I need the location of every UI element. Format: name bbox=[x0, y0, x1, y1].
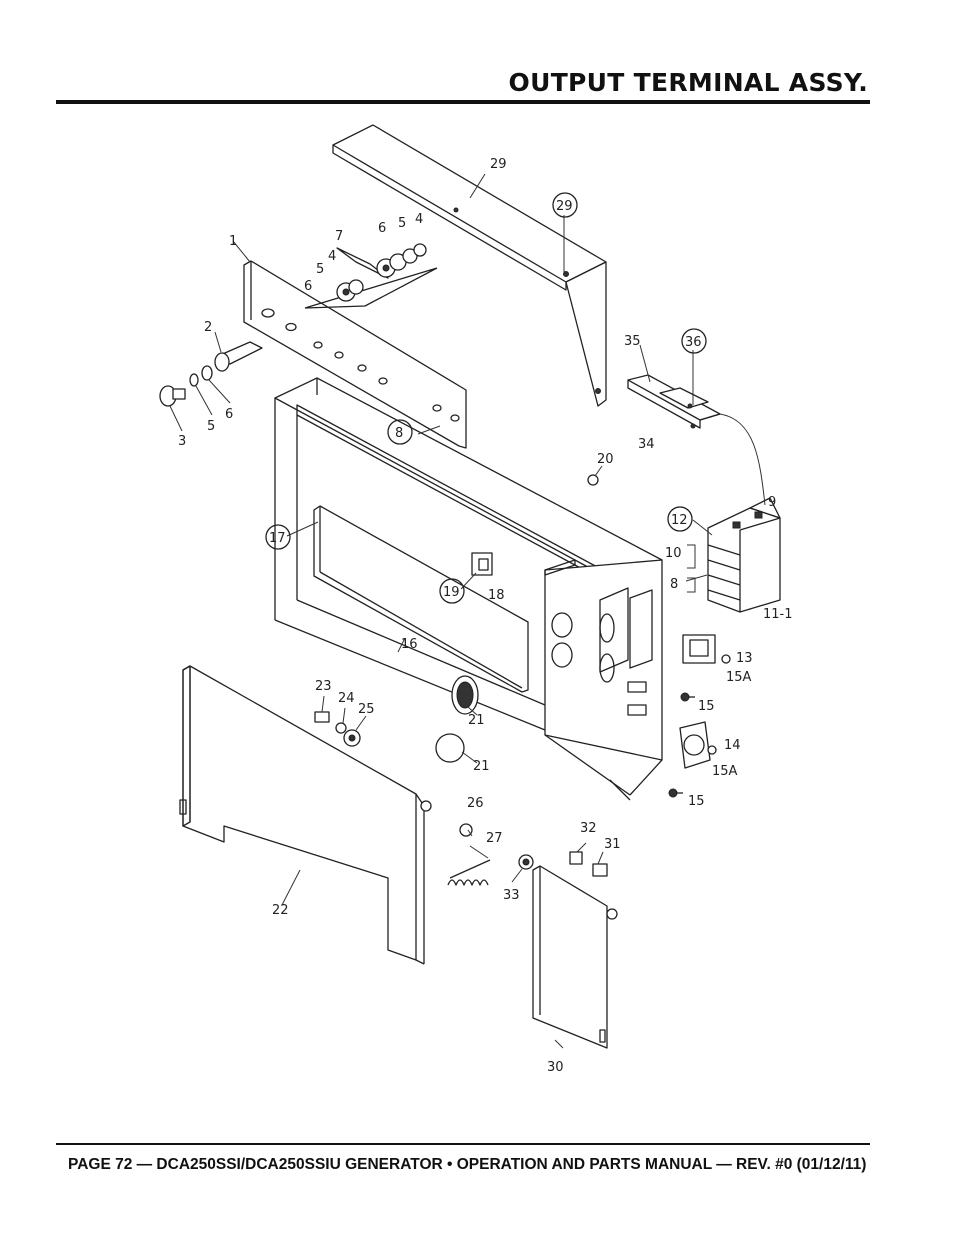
callout-11-1: 11-1 bbox=[763, 607, 793, 622]
callout-28: 29 bbox=[490, 157, 507, 172]
part-23-24-25-hardware bbox=[314, 711, 361, 747]
part-20-nut bbox=[587, 474, 599, 486]
page-footer: PAGE 72 — DCA250SSI/DCA250SSIU GENERATOR… bbox=[68, 1156, 867, 1173]
callout-1: 1 bbox=[229, 234, 237, 249]
callout-11: 9 bbox=[768, 495, 776, 510]
callout-12: 12 bbox=[671, 513, 688, 528]
callout-5c: 5 bbox=[207, 419, 215, 434]
callout-33: 33 bbox=[503, 888, 520, 903]
callout-10: 10 bbox=[665, 546, 682, 561]
callout-2: 2 bbox=[204, 320, 212, 335]
callout-21b: 21 bbox=[473, 759, 490, 774]
callout-26: 26 bbox=[467, 796, 484, 811]
callout-4b: 4 bbox=[328, 249, 336, 264]
callout-21a: 21 bbox=[468, 713, 485, 728]
part-9-10-11-12-terminal-block bbox=[707, 497, 781, 613]
callout-5a: 5 bbox=[398, 216, 406, 231]
callout-20: 20 bbox=[597, 452, 614, 467]
part-21-knob bbox=[435, 675, 479, 763]
callout-13: 13 bbox=[736, 651, 753, 666]
part-26-27-spring bbox=[447, 823, 491, 886]
page-title: OUTPUT TERMINAL ASSY. bbox=[508, 68, 868, 97]
part-1-terminal-plate bbox=[243, 260, 467, 449]
part-4-5-6-7-terminals bbox=[304, 243, 438, 309]
callout-27: 27 bbox=[486, 831, 503, 846]
callout-31: 31 bbox=[604, 837, 621, 852]
callout-35: 35 bbox=[624, 334, 641, 349]
callout-6c: 6 bbox=[225, 407, 233, 422]
footer-rule bbox=[56, 1143, 870, 1145]
callout-18: 18 bbox=[488, 588, 505, 603]
callout-15a: 15 bbox=[698, 699, 715, 714]
callout-15A-a: 15A bbox=[726, 670, 752, 685]
part-2-3-5-6-stud bbox=[159, 341, 263, 407]
part-13-receptacle bbox=[682, 634, 731, 664]
callout-7: 7 bbox=[335, 229, 343, 244]
part-31-32-33-hardware bbox=[518, 851, 608, 877]
callout-8: 8 bbox=[395, 426, 403, 441]
part-15-screws bbox=[668, 692, 695, 798]
callout-3: 3 bbox=[178, 434, 186, 449]
callout-5b: 5 bbox=[316, 262, 324, 277]
part-14-receptacle bbox=[679, 721, 717, 769]
callout-9: 8 bbox=[670, 577, 678, 592]
callout-23: 23 bbox=[315, 679, 332, 694]
callout-17: 17 bbox=[269, 531, 286, 546]
leader-lines bbox=[169, 173, 713, 1049]
callout-15b: 15 bbox=[688, 794, 705, 809]
part-18-19-breaker bbox=[471, 552, 493, 576]
callout-16: 16 bbox=[401, 637, 418, 652]
callout-22: 22 bbox=[272, 903, 289, 918]
part-30-small-door bbox=[532, 865, 618, 1049]
callout-24: 24 bbox=[338, 691, 355, 706]
callout-29: 29 bbox=[556, 199, 573, 214]
callout-32: 32 bbox=[580, 821, 597, 836]
callout-34: 34 bbox=[638, 437, 655, 452]
part-34-35-bracket bbox=[627, 374, 766, 506]
callout-36: 36 bbox=[685, 335, 702, 350]
part-28-top-cover bbox=[332, 124, 607, 407]
callout-4a: 4 bbox=[415, 212, 423, 227]
callout-14: 14 bbox=[724, 738, 741, 753]
callout-15A-b: 15A bbox=[712, 764, 738, 779]
part-16-panel bbox=[313, 505, 529, 693]
callout-6b: 6 bbox=[304, 279, 312, 294]
part-22-door bbox=[179, 665, 432, 965]
part-housing-box bbox=[544, 559, 663, 801]
part-8-frame bbox=[274, 377, 663, 731]
callout-6a: 6 bbox=[378, 221, 386, 236]
callout-labels: 29 29 1 7 6 5 4 4 5 6 2 3 5 6 8 35 36 34… bbox=[178, 157, 793, 1075]
callout-19: 19 bbox=[443, 585, 460, 600]
callout-30: 30 bbox=[547, 1060, 564, 1075]
header-rule bbox=[56, 100, 870, 104]
callout-25: 25 bbox=[358, 702, 375, 717]
